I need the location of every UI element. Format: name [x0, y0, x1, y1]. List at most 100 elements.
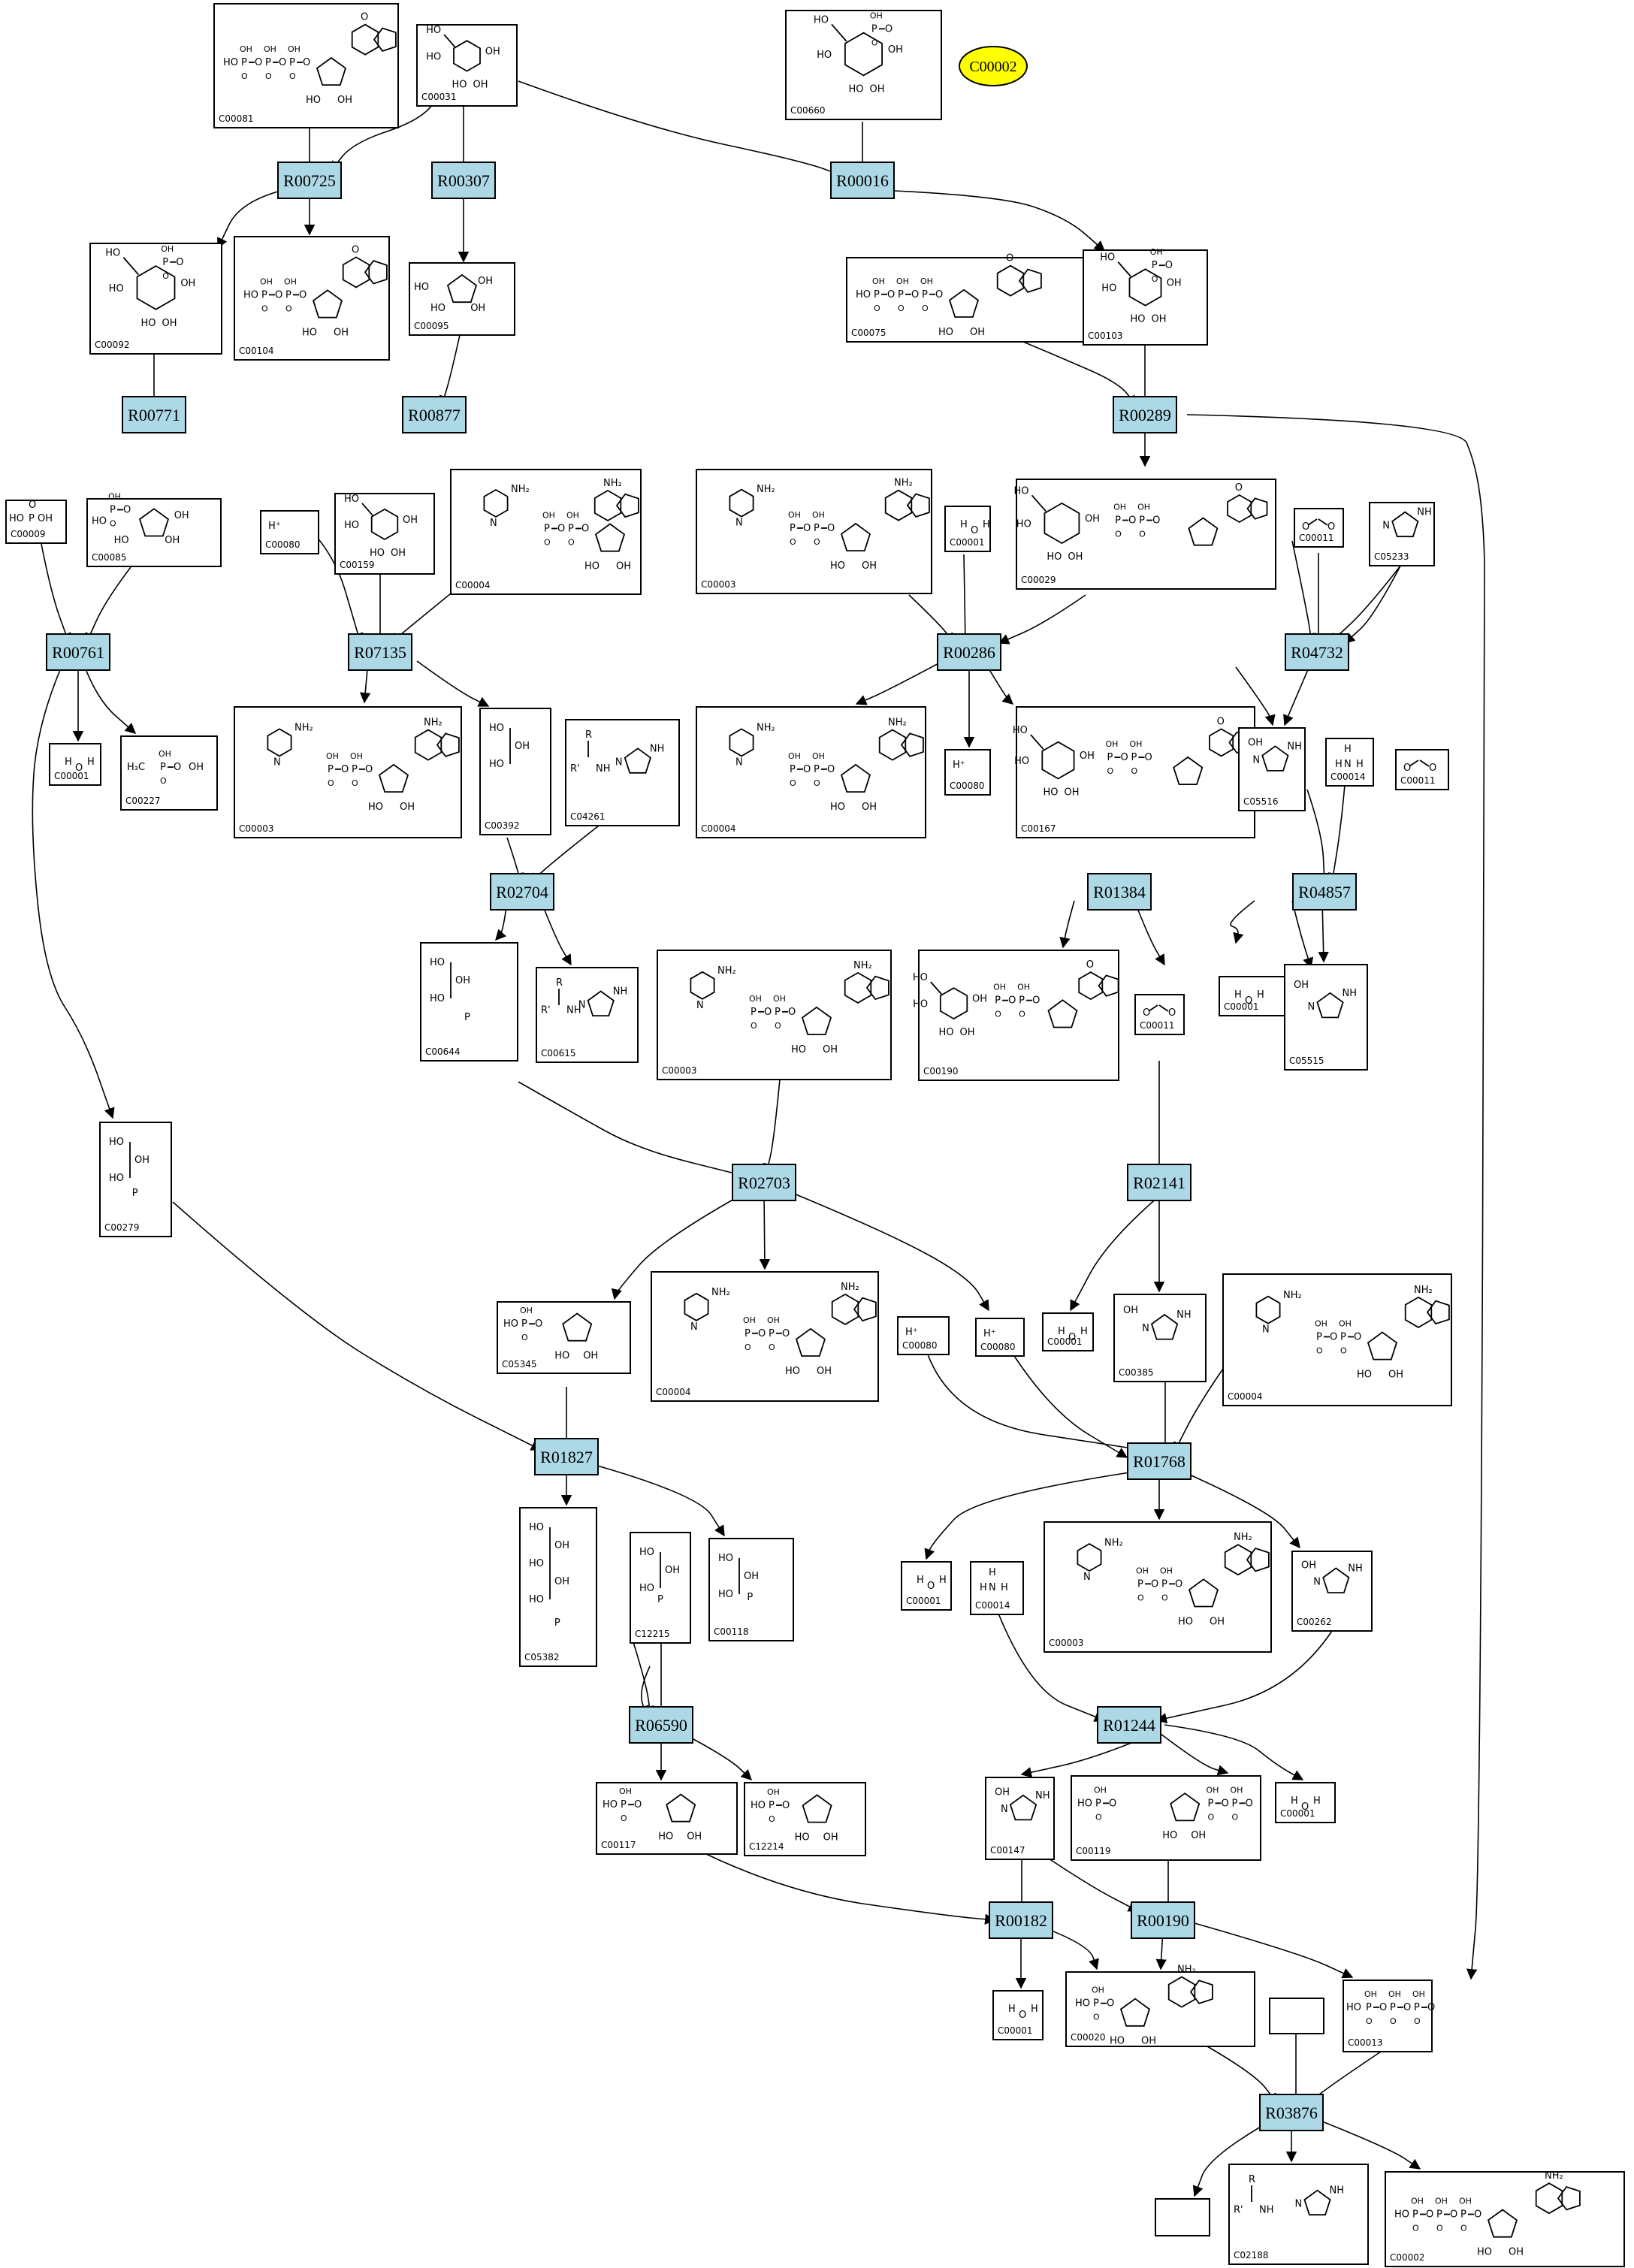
compound-box: [975, 1318, 1025, 1357]
reaction-node[interactable]: R03876: [1259, 2094, 1324, 2131]
reaction-node[interactable]: R04732: [1285, 633, 1349, 671]
highlight-node[interactable]: [959, 46, 1028, 86]
compound-node[interactable]: H⁺C00080: [897, 1316, 950, 1355]
reaction-node[interactable]: R01827: [534, 1438, 599, 1475]
atom-label: O: [160, 776, 167, 786]
reaction-node[interactable]: R04857: [1292, 873, 1357, 911]
atom-label: O: [775, 1021, 781, 1031]
reaction-node[interactable]: R00289: [1113, 396, 1177, 433]
atom-label: OH: [1092, 1986, 1104, 1995]
reaction-node[interactable]: R00771: [122, 396, 186, 433]
reaction-node[interactable]: R01244: [1097, 1706, 1161, 1744]
reaction-node[interactable]: R00190: [1131, 1901, 1195, 1939]
structure-proton: H⁺: [983, 1328, 996, 1339]
reaction-node[interactable]: R06590: [629, 1706, 693, 1744]
reaction-node[interactable]: R02704: [490, 873, 554, 911]
reaction-node[interactable]: R00286: [937, 633, 1001, 671]
atom-label: P: [871, 23, 877, 35]
reaction-node[interactable]: R01768: [1127, 1442, 1192, 1480]
reaction-node[interactable]: R02703: [732, 1164, 796, 1201]
compound-node[interactable]: H⁺C00080: [260, 510, 319, 554]
reaction-node[interactable]: R00307: [431, 162, 496, 199]
reaction-node[interactable]: R01384: [1087, 873, 1152, 911]
reaction-node[interactable]: R07135: [348, 633, 412, 671]
compound-node[interactable]: H⁺C00080: [975, 1318, 1025, 1357]
atom-label: O: [827, 764, 835, 775]
reaction-node[interactable]: R00182: [989, 1901, 1053, 1939]
reaction-node[interactable]: R00761: [46, 633, 110, 671]
ring: [1322, 1567, 1350, 1594]
atom-label: O: [790, 537, 796, 547]
edge-arrow: [924, 1345, 1143, 1454]
atom-label: N: [1294, 2199, 1302, 2210]
compound-node[interactable]: [1269, 1998, 1324, 2034]
reaction-node[interactable]: R00725: [277, 162, 342, 199]
reaction-node[interactable]: R02141: [1127, 1164, 1192, 1201]
compound-node[interactable]: H⁺C00080: [944, 749, 991, 796]
structure-water: HOH: [1234, 989, 1264, 1007]
reaction-node[interactable]: R00877: [402, 396, 467, 433]
reaction-node[interactable]: R00016: [830, 162, 895, 199]
compound-node[interactable]: [1155, 2198, 1210, 2236]
